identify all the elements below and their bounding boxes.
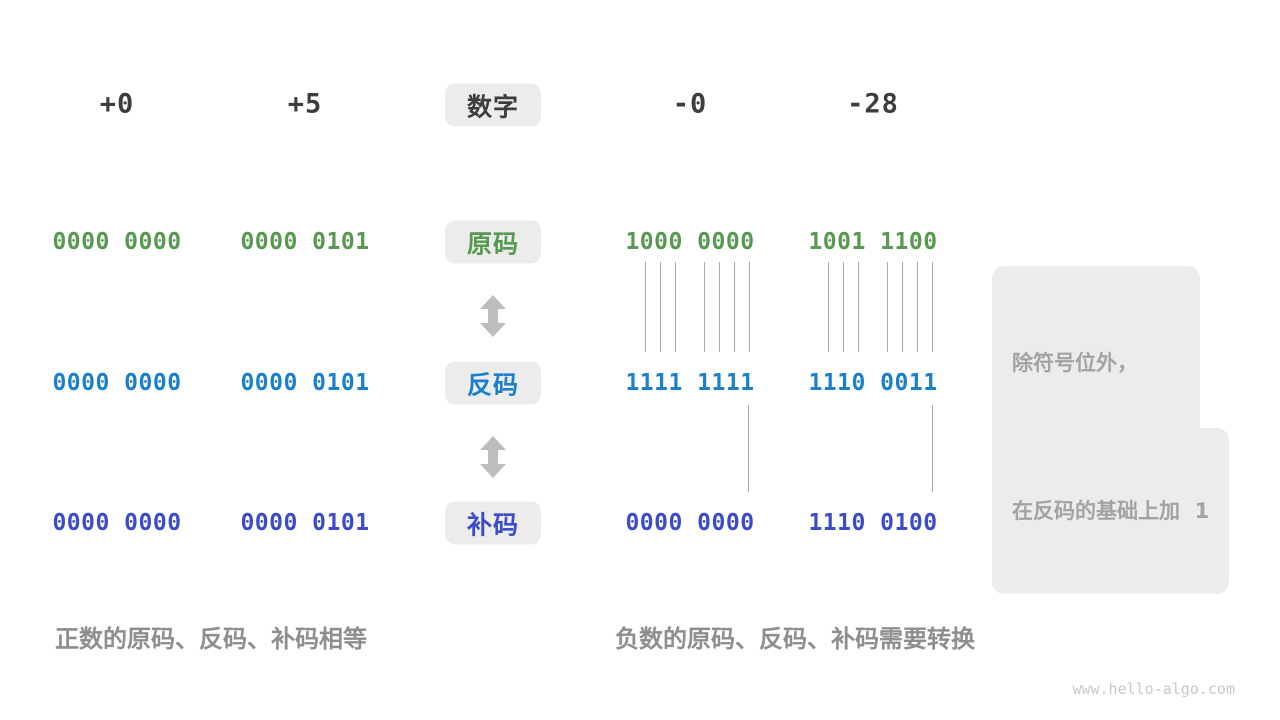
binary-value: 0000 0101 [240, 510, 370, 536]
header-value-minus-zero: -0 [672, 88, 708, 120]
note-line: 除符号位外， [1012, 351, 1138, 375]
binary-value: 1001 1100 [808, 229, 938, 255]
connector-line [704, 262, 705, 352]
twos-complement-label-box: 补码 [445, 501, 541, 545]
positive-numbers-caption: 正数的原码、反码、补码相等 [55, 625, 367, 653]
connector-line [749, 262, 750, 352]
connector-line [660, 262, 661, 352]
connector-line [858, 262, 859, 352]
connector-line [719, 262, 720, 352]
connector-line [645, 262, 646, 352]
header-label: 数字 [466, 92, 519, 121]
binary-value: 0000 0000 [52, 510, 182, 536]
binary-value: 0000 0101 [240, 370, 370, 396]
connector-line [887, 262, 888, 352]
updown-arrow-icon [480, 436, 506, 478]
connector-line [932, 262, 933, 352]
connector-line [675, 262, 676, 352]
sign-magnitude-label-box: 原码 [445, 220, 541, 264]
connector-line [734, 262, 735, 352]
binary-value: 1110 0100 [808, 510, 938, 536]
binary-value: 0000 0101 [240, 229, 370, 255]
negative-numbers-caption: 负数的原码、反码、补码需要转换 [615, 625, 975, 653]
row-label: 补码 [466, 510, 519, 539]
connector-line [748, 405, 749, 492]
binary-value: 1000 0000 [625, 229, 755, 255]
header-value-plus-zero: +0 [99, 88, 135, 120]
connector-line [932, 405, 933, 492]
header-label-box: 数字 [445, 83, 541, 127]
header-value-minus-28: -28 [847, 88, 899, 120]
binary-value: 1111 1111 [625, 370, 755, 396]
binary-value: 0000 0000 [52, 229, 182, 255]
binary-value: 0000 0000 [625, 510, 755, 536]
connector-line [843, 262, 844, 352]
connector-line [828, 262, 829, 352]
row-label: 反码 [466, 370, 519, 399]
watermark: www.hello-algo.com [1072, 680, 1235, 698]
binary-value: 1110 0011 [808, 370, 938, 396]
updown-arrow-icon [480, 295, 506, 337]
add-one-note: 在反码的基础上加 1 [992, 428, 1230, 594]
connector-line [917, 262, 918, 352]
note-line: 在反码的基础上加 1 [1012, 499, 1210, 523]
connector-line [902, 262, 903, 352]
ones-complement-label-box: 反码 [445, 361, 541, 405]
header-value-plus-five: +5 [287, 88, 323, 120]
row-label: 原码 [466, 229, 519, 258]
binary-value: 0000 0000 [52, 370, 182, 396]
